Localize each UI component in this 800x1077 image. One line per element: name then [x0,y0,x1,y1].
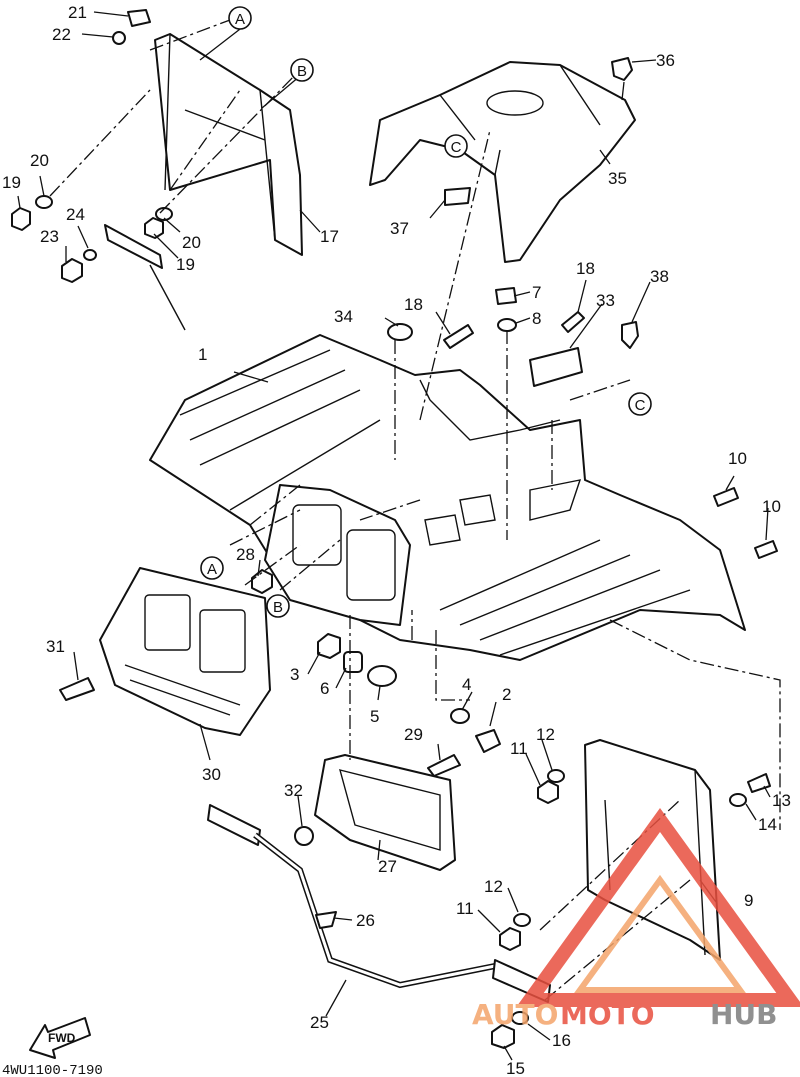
callout-4: 4 [462,675,471,694]
callout-27: 27 [378,857,397,876]
callout-34: 34 [334,307,353,326]
ref-b-top: B [297,63,307,80]
watermark-text-auto: AUTO [472,998,558,1031]
callout-16: 16 [552,1031,571,1050]
callout-26: 26 [356,911,375,930]
callout-38: 38 [650,267,669,286]
callout-29: 29 [404,725,423,744]
callout-36: 36 [656,51,675,70]
callout-12-bottom: 12 [484,877,503,896]
reference-marks: A B C C A B [200,6,652,618]
callout-7: 7 [532,283,541,302]
stay-rod-25 [207,804,551,1003]
callout-37: 37 [390,219,409,238]
callout-28: 28 [236,545,255,564]
callout-25: 25 [310,1013,329,1032]
callout-9: 9 [744,891,753,910]
callout-11-bottom: 11 [456,899,474,918]
ref-a-top: A [235,11,245,28]
front-fender-1 [149,334,746,661]
callout-3: 3 [290,665,299,684]
fwd-arrow: FWD [29,1017,91,1059]
callout-21: 21 [68,3,87,22]
ref-c-right: C [635,397,646,414]
callout-13: 13 [772,791,791,810]
callout-labels: 21 22 20 19 24 23 20 19 17 36 35 37 18 3… [2,3,791,1077]
document-code: 4WU1100-7190 [2,1063,103,1077]
callout-17: 17 [320,227,339,246]
side-panel-17 [154,33,303,256]
callout-10-bottom: 10 [762,497,781,516]
watermark-text-hub: HUB [710,998,778,1031]
watermark-logo: AUTO MOTO HUB [472,808,800,1031]
leader-lines [17,11,781,1061]
callout-14: 14 [758,815,777,834]
callout-10-top: 10 [728,449,747,468]
callout-31: 31 [46,637,65,656]
callout-30: 30 [202,765,221,784]
callout-35: 35 [608,169,627,188]
callout-24: 24 [66,205,85,224]
callout-19-left: 19 [2,173,21,192]
callout-18-left: 18 [404,295,423,314]
callout-22: 22 [52,25,71,44]
callout-18-right: 18 [576,259,595,278]
callout-20-right: 20 [182,233,201,252]
tray-27 [314,754,456,871]
hardware [11,9,778,1049]
callout-12-top: 12 [536,725,555,744]
headlight-bezel-30 [99,567,271,736]
rear-cover-35 [369,61,636,263]
callout-19-right: 19 [176,255,195,274]
callout-32: 32 [284,781,303,800]
callout-6: 6 [320,679,329,698]
callout-2: 2 [502,685,511,704]
callout-23: 23 [40,227,59,246]
bracket-strip [104,224,186,331]
ref-b-bottom: B [273,599,283,616]
callout-11-top: 11 [510,739,528,758]
watermark-text-moto: MOTO [560,998,655,1031]
callout-20-left: 20 [30,151,49,170]
callout-33: 33 [596,291,615,310]
ref-c-left: C [451,139,462,156]
fwd-label: FWD [48,1031,76,1045]
mud-flap-9 [584,739,721,961]
ref-a-bottom: A [207,561,217,578]
callout-5: 5 [370,707,379,726]
callout-15: 15 [506,1059,525,1077]
callout-8: 8 [532,309,541,328]
callout-1: 1 [198,345,207,364]
